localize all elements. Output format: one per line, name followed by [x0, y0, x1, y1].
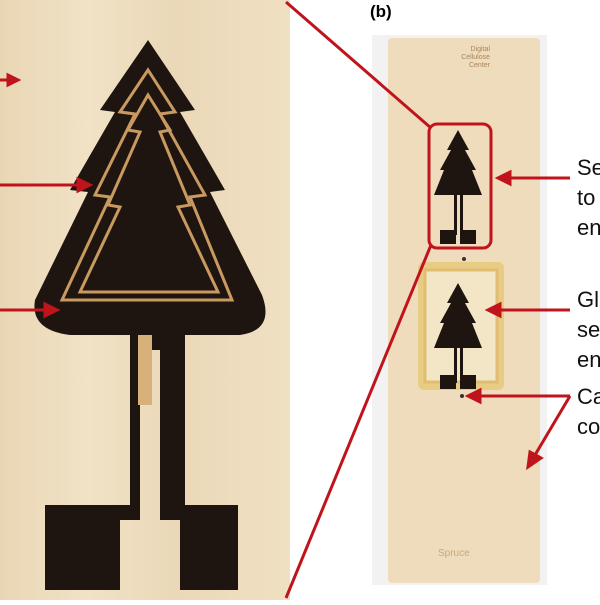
highlight-box	[427, 122, 493, 250]
tree-sensor-icon	[434, 130, 482, 244]
arrows-right	[284, 0, 572, 599]
annotation-line: Gl	[577, 287, 599, 312]
annotation-sensor: Se to en	[577, 153, 600, 243]
panel-a-closeup-photo	[0, 0, 290, 600]
annotation-glue: Gl se en	[577, 285, 600, 375]
annotation-cable: Ca co	[577, 382, 600, 442]
annotation-line: se	[577, 317, 600, 342]
annotation-line: Ca	[577, 384, 600, 409]
engraved-tree-icon	[34, 40, 266, 590]
wood-label: Spruce	[438, 548, 470, 559]
logo-text: Digital Cellulose Center	[461, 46, 490, 69]
engraved-tree-closeup	[0, 40, 266, 590]
annotation-line: to	[577, 185, 596, 210]
annotation-line: en	[577, 347, 600, 372]
arrows-left	[0, 72, 94, 319]
panel-label: (b)	[370, 2, 392, 21]
annotation-line: en	[577, 215, 600, 240]
annotation-line: Se	[577, 155, 600, 180]
tree-sensor-encapsulated-icon	[434, 283, 482, 389]
annotation-line: co	[577, 414, 600, 439]
